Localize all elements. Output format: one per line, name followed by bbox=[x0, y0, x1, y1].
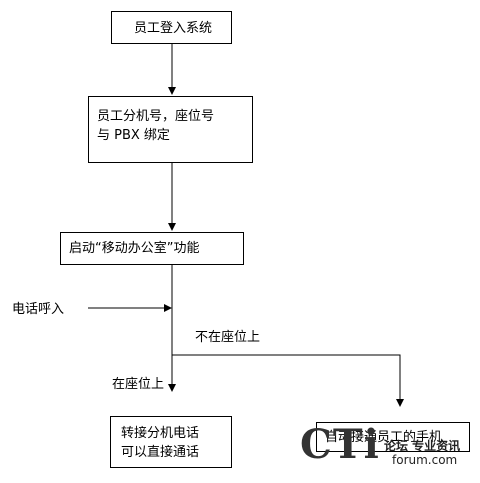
auto-connect-text: 自动接通员工的手机 bbox=[325, 430, 443, 445]
watermark-cn: 论坛 专业资讯 bbox=[384, 439, 461, 453]
watermark-url: forum.com bbox=[392, 453, 458, 467]
transfer-text-line1: 转接分机电话 bbox=[121, 426, 200, 441]
mobile-office-text: 启动“移动办公室”功能 bbox=[69, 241, 200, 256]
watermark-logo: CTi bbox=[300, 421, 380, 468]
arrow-not-at-seat bbox=[172, 354, 404, 407]
at-seat-label: 在座位上 bbox=[112, 377, 165, 392]
bind-text-line2: 与 PBX 绑定 bbox=[97, 128, 170, 143]
login-box: 员工登入系统 bbox=[111, 11, 232, 44]
bind-text-line1: 员工分机号，座位号 bbox=[97, 109, 215, 124]
transfer-extension-box: 转接分机电话 可以直接通话 bbox=[110, 416, 232, 468]
not-at-seat-label: 不在座位上 bbox=[195, 330, 261, 345]
mobile-office-box: 启动“移动办公室”功能 bbox=[60, 232, 244, 265]
bind-extension-box: 员工分机号，座位号 与 PBX 绑定 bbox=[88, 96, 253, 163]
transfer-text-line2: 可以直接通话 bbox=[121, 445, 200, 460]
auto-connect-box: 自动接通员工的手机 bbox=[316, 422, 470, 452]
incoming-call-label: 电话呼入 bbox=[12, 302, 65, 317]
login-text: 员工登入系统 bbox=[134, 21, 213, 36]
